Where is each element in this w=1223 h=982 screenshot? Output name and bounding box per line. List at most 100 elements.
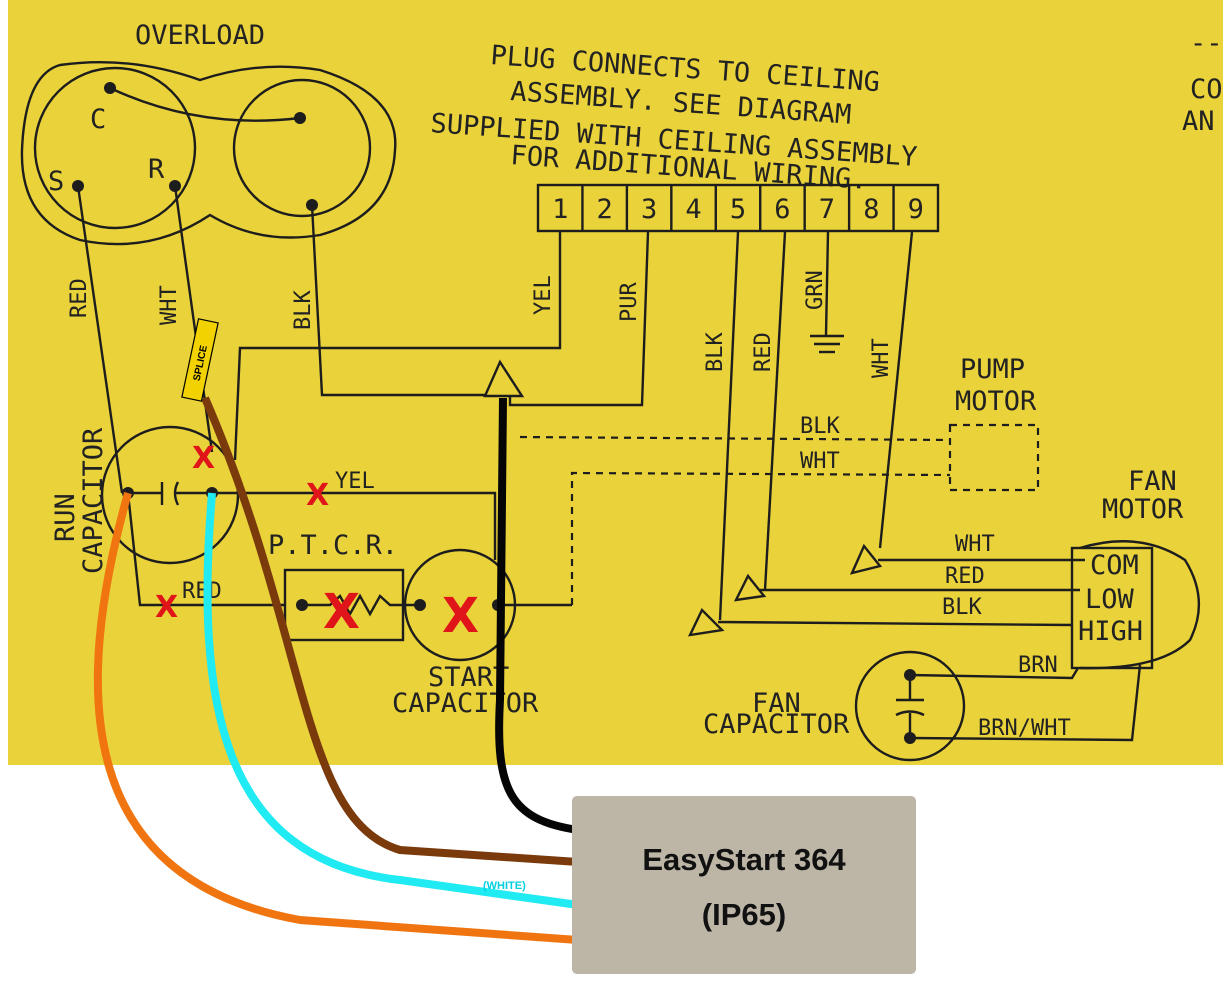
wht-wire-pin9 — [878, 231, 914, 549]
easystart-wires: (WHITE) — [93, 396, 579, 944]
removal-marks: X X X X X — [155, 441, 479, 644]
pur-wire-label: PUR — [617, 282, 642, 322]
ground-symbol — [810, 334, 844, 354]
plug-strip-outline — [536, 183, 940, 233]
fan-capacitor: BRN BRN/WHT FAN CAPACITOR — [703, 650, 1142, 762]
fan-low-label: LOW — [1085, 584, 1135, 615]
pump-blk-wire — [519, 435, 951, 442]
red-wire-pin6 — [763, 231, 787, 591]
easystart-subtitle: (IP65) — [702, 897, 786, 932]
yel-wire-path — [233, 232, 562, 461]
fan-wht-label: WHT — [955, 532, 995, 557]
pur-wire-path — [508, 231, 650, 407]
fan-capacitor-label-2: CAPACITOR — [703, 709, 850, 740]
plug-triangle — [483, 359, 525, 398]
fan-blk-label: BLK — [942, 595, 982, 620]
ptcr-start-capacitor: P.T.C.R. START CAPACITOR — [268, 530, 572, 719]
ptcr-resistor — [300, 593, 420, 617]
pump-motor: PUMP MOTOR BLK WHT — [519, 354, 1040, 605]
fan-motor-body — [1079, 540, 1200, 670]
compressor-right-circle — [232, 78, 372, 218]
terminal-c-label: C — [90, 104, 106, 135]
x-mark-wht: X — [192, 441, 215, 476]
blk-wire-overload — [310, 204, 495, 397]
fan-capacitor-circle — [854, 650, 966, 762]
blk-wire-pin5 — [718, 231, 740, 621]
fan-wht-connector — [849, 543, 883, 575]
brn-wht-wire — [909, 664, 1142, 742]
wht-wire-r-label: WHT — [157, 285, 182, 325]
fan-red-connector — [733, 573, 767, 602]
brn-label: BRN — [1018, 653, 1058, 678]
c-to-overload-wire — [109, 86, 301, 122]
plug-pin-8: 8 — [863, 194, 879, 225]
compressor-left-circle — [33, 66, 197, 230]
pump-wht-label: WHT — [800, 449, 840, 474]
blk-wire-overload-label: BLK — [291, 290, 316, 330]
red-cap-label: RED — [182, 579, 222, 604]
start-capacitor-label-1: START — [428, 662, 509, 693]
plug-pin-3: 3 — [641, 194, 657, 225]
plug-pin-9: 9 — [908, 194, 924, 225]
yel-cap-wire — [212, 491, 497, 560]
fan-motor: FAN MOTOR COM LOW HIGH WHT RED BLK — [687, 466, 1200, 670]
fan-blk-connector — [687, 607, 725, 637]
red-pin6-label: RED — [751, 332, 776, 372]
plug-pin-5: 5 — [730, 194, 746, 225]
red-wire-s — [76, 185, 124, 494]
x-mark-start-cap: X — [442, 588, 479, 644]
fan-red-label: RED — [945, 564, 985, 589]
overload-title: OVERLOAD — [135, 20, 265, 51]
start-capacitor-label-2: CAPACITOR — [392, 688, 539, 719]
pump-wht-wire — [570, 471, 951, 605]
plug-pin-7: 7 — [819, 194, 835, 225]
brn-wire — [909, 667, 1080, 680]
yel-wire-label: YEL — [531, 275, 556, 315]
fan-motor-label-1: FAN — [1128, 466, 1177, 497]
terminal-r-label: R — [148, 154, 165, 185]
plug-pin-6: 6 — [774, 194, 790, 225]
pump-motor-label-2: MOTOR — [955, 386, 1037, 417]
plug-pin-2: 2 — [597, 194, 613, 225]
blk-pin5-label: BLK — [703, 332, 728, 372]
x-mark-yel: X — [306, 478, 329, 513]
pump-motor-label-1: PUMP — [960, 354, 1025, 385]
x-mark-red: X — [155, 590, 178, 625]
fan-high-label: HIGH — [1078, 616, 1143, 647]
splice-tag-bg — [181, 318, 219, 402]
wht-pin9-label: WHT — [869, 338, 894, 378]
partial-text-dash: -- — [1190, 28, 1223, 59]
plug-pin-4: 4 — [685, 194, 701, 225]
run-capacitor: RUN CAPACITOR YEL RED — [50, 425, 497, 607]
partial-text-co: CO — [1190, 74, 1223, 105]
brown-wire — [201, 396, 579, 866]
brn-wht-label: BRN/WHT — [978, 716, 1071, 741]
grn-pin7-label: GRN — [803, 270, 828, 310]
x-mark-ptcr: X — [323, 584, 360, 640]
white-wire-note: (WHITE) — [483, 880, 526, 892]
easystart-box — [572, 796, 916, 974]
run-capacitor-circle — [100, 425, 240, 565]
pump-blk-label: BLK — [800, 414, 840, 439]
pump-motor-box — [948, 423, 1040, 492]
partial-text-an: AN — [1182, 106, 1215, 137]
grn-wire-pin7 — [824, 231, 830, 336]
red-wire-s-label: RED — [67, 278, 92, 318]
run-capacitor-label-2: CAPACITOR — [78, 427, 109, 574]
easystart-module: EasyStart 364 (IP65) — [572, 796, 916, 974]
easystart-title: EasyStart 364 — [642, 842, 846, 877]
fan-blk-wire — [717, 620, 1073, 627]
splice-tag: SPLICE — [181, 318, 219, 402]
compressor-outline — [20, 60, 397, 246]
plug-pin-1: 1 — [552, 194, 568, 225]
black-wire — [495, 397, 579, 834]
plug-down-wires: BLK RED GRN WHT — [703, 231, 914, 621]
red-cap-wire — [126, 492, 285, 607]
orange-wire — [93, 491, 579, 944]
terminal-s-label: S — [48, 166, 64, 197]
fan-motor-label-2: MOTOR — [1102, 494, 1184, 525]
yel-cap-label: YEL — [335, 469, 375, 494]
